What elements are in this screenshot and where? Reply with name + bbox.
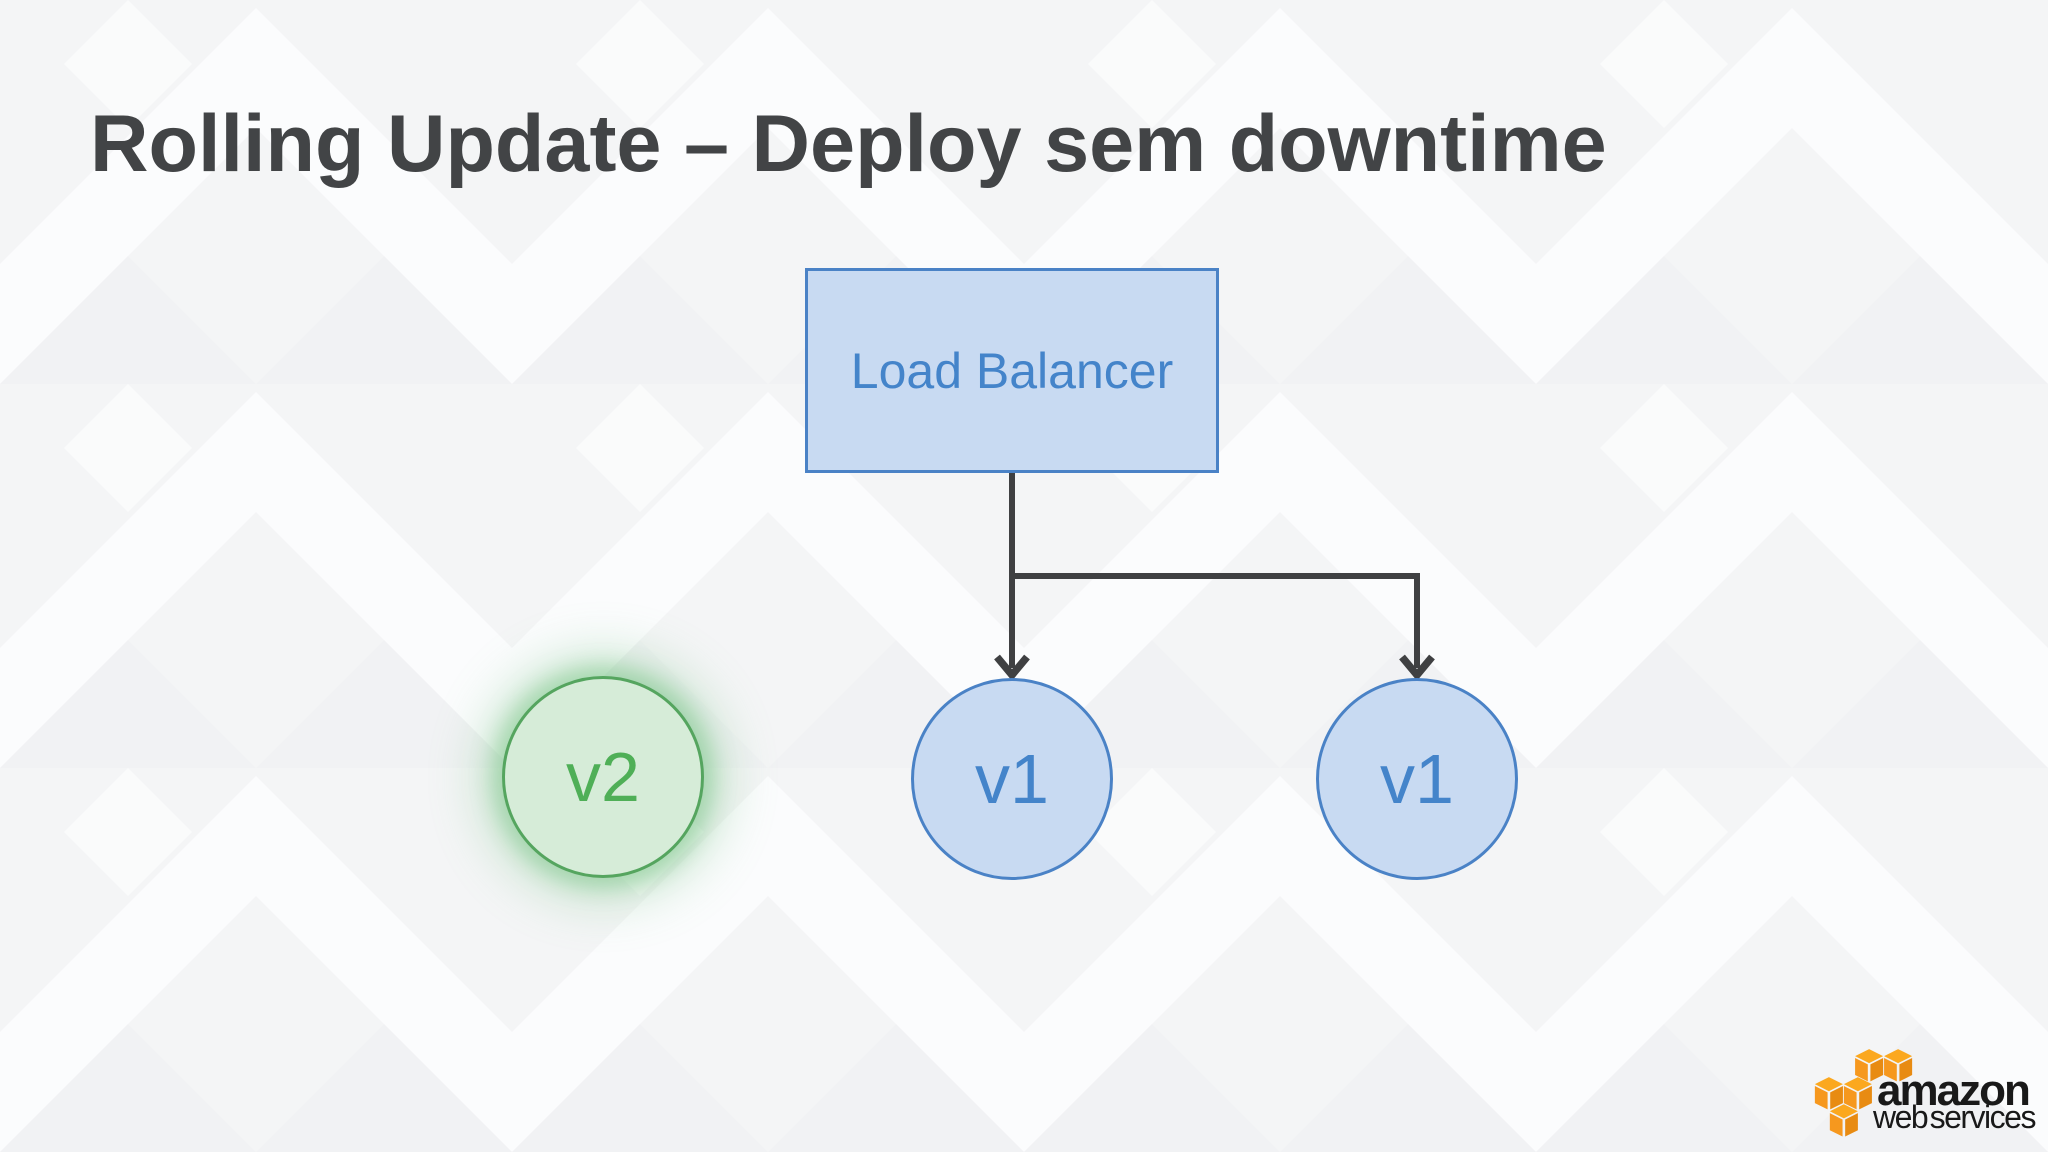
- load-balancer-label: Load Balancer: [850, 342, 1174, 399]
- node-v1-right-label: v1: [1380, 740, 1454, 818]
- node-v2: v2: [502, 676, 704, 878]
- aws-subtext: web services: [1873, 1099, 2036, 1135]
- slide-title: Rolling Update – Deploy sem downtime: [90, 99, 1607, 190]
- node-v1-right: v1: [1316, 678, 1518, 880]
- load-balancer-box: Load Balancer: [805, 268, 1219, 473]
- node-v1-left-label: v1: [975, 740, 1049, 818]
- node-v1-left: v1: [911, 678, 1113, 880]
- aws-logo: amazon web services: [1808, 1044, 2040, 1144]
- node-v2-label: v2: [566, 738, 640, 816]
- aws-wordmark: amazon: [1877, 1066, 2031, 1115]
